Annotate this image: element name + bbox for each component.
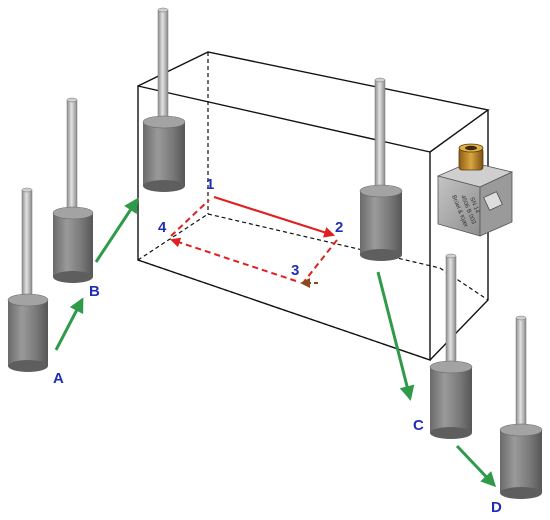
box-top-edge: [137, 51, 490, 153]
path-segment-1-2: [213, 195, 336, 238]
label-b: B: [89, 283, 100, 300]
arrow-box-to-c: [376, 271, 415, 401]
weight-rod-tip: [515, 315, 527, 321]
weight-bottom: [430, 427, 472, 439]
weight-rod-tip: [66, 97, 78, 103]
weight-top: [359, 184, 403, 198]
weight-bottom: [360, 249, 402, 261]
movement-arrows: [54, 197, 497, 488]
arrow-a-to-b: [54, 297, 84, 351]
weight-rod: [374, 79, 386, 196]
box-hidden-edge: [137, 213, 209, 261]
weight-d: [499, 315, 543, 499]
impact-path: [170, 195, 338, 288]
weight-top: [429, 360, 473, 374]
weight-box-right: [359, 77, 403, 261]
weight-a: [7, 187, 49, 372]
weight-body: [500, 430, 542, 493]
weight-rod: [157, 9, 169, 126]
label-a: A: [53, 370, 64, 387]
weight-rod: [445, 255, 457, 372]
label-point-2: 2: [335, 219, 343, 236]
weight-body: [430, 367, 472, 433]
path-segment-4-1: [170, 199, 210, 237]
path-segment-3-4: [170, 237, 297, 282]
arrow-b-to-box: [94, 197, 139, 263]
weight-top: [7, 293, 49, 307]
test-block: [137, 51, 490, 361]
weight-bottom: [53, 271, 93, 283]
label-point-1: 1: [206, 176, 214, 193]
label-point-4: 4: [158, 219, 167, 236]
weight-rod-tip: [445, 253, 457, 259]
weight-bottom: [500, 487, 542, 499]
sensor-qr-code: [483, 191, 503, 211]
weight-c: [429, 253, 473, 439]
weight-rod: [515, 317, 527, 434]
weight-top: [142, 115, 186, 129]
label-c: C: [413, 417, 424, 434]
position-labels: A B C D 1 2 3 4: [53, 176, 502, 516]
weight-rod-tip: [157, 7, 169, 13]
weight-rod: [21, 189, 33, 306]
sensor-connector-pin: [465, 145, 477, 151]
weight-top: [499, 423, 543, 437]
weight-bottom: [143, 180, 185, 192]
triaxial-accelerometer-icon: Brüel & Kjær 4506 B 003 SN 14: [436, 143, 514, 237]
box-hidden-edge: [207, 213, 441, 269]
weight-body: [143, 122, 185, 186]
arrow-c-to-d: [455, 444, 497, 488]
weight-body: [360, 191, 402, 255]
weight-rod-tip: [374, 77, 386, 83]
weight-body: [8, 300, 48, 366]
path-segment-2-3: [302, 239, 338, 284]
weight-box-left: [142, 7, 186, 192]
weight-b: [52, 97, 94, 283]
weight-rod-tip: [21, 187, 33, 193]
label-d: D: [491, 499, 502, 516]
weight-bottom: [8, 360, 48, 372]
weight-rod: [66, 99, 78, 219]
weight-body: [53, 213, 93, 277]
label-point-3: 3: [291, 262, 299, 279]
weight-top: [52, 206, 94, 220]
